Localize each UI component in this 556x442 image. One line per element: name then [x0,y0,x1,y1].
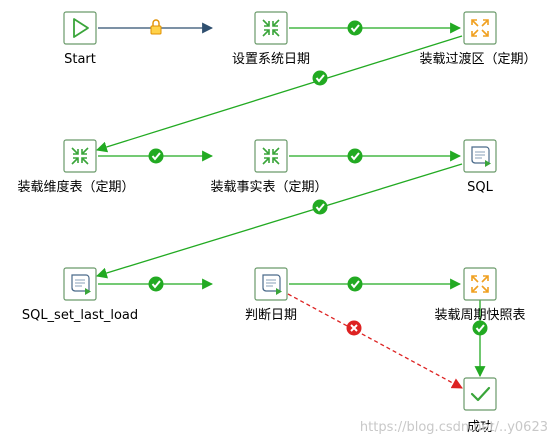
evaluate-script-icon [262,274,282,295]
set-variables-icon [262,147,280,165]
success-icon [312,70,328,86]
hop-dim-to-fact[interactable] [98,148,214,164]
hop-judge-to-success[interactable] [287,293,463,389]
node-sqlset-label: SQL_set_last_load [22,308,138,323]
success-icon [148,148,164,164]
hop-setdate-to-staging[interactable] [289,20,462,36]
hop-judge-to-snapshot[interactable] [289,276,462,292]
start-icon [73,18,89,38]
success-check-icon [470,386,491,402]
success-icon [347,20,363,36]
success-icon [312,199,328,215]
node-sql-label: SQL [467,180,493,195]
hop-snapshot-to-success[interactable] [472,300,488,378]
hop-fact-to-sql[interactable] [289,148,462,164]
node-fact[interactable] [254,139,288,173]
lock-icon [150,19,162,35]
node-success-label: 成功 [467,420,493,435]
node-start[interactable] [63,11,97,45]
node-snapshot[interactable] [463,267,497,301]
transformation-icon [471,19,489,37]
watermark: https://blog.csdn.net/..y0623 [360,420,548,435]
node-setdate[interactable] [254,11,288,45]
node-dim[interactable] [63,139,97,173]
node-start-label: Start [64,52,96,67]
node-sqlset[interactable] [63,267,97,301]
success-icon [347,148,363,164]
transformation-icon [471,275,489,293]
node-sql[interactable] [463,139,497,173]
hop-start-to-setdate[interactable] [98,19,214,35]
node-fact-label: 装载事实表（定期） [210,180,327,195]
node-dim-label: 装载维度表（定期） [17,179,134,195]
set-variables-icon [71,147,89,165]
node-snapshot-label: 装载周期快照表 [434,308,525,323]
node-staging[interactable] [463,11,497,45]
hop-staging-to-dim[interactable] [95,35,463,153]
node-setdate-label: 设置系统日期 [232,52,310,67]
success-icon [472,320,488,336]
hop-sqlset-to-judge[interactable] [98,276,214,292]
success-icon [148,276,164,292]
node-judge[interactable] [254,267,288,301]
set-variables-icon [262,19,280,37]
node-success[interactable] [463,377,497,411]
node-judge-label: 判断日期 [245,308,297,323]
sql-script-icon [71,274,91,295]
sql-script-icon [471,146,491,167]
hop-sql-to-sqlset[interactable] [95,163,463,279]
success-icon [347,276,363,292]
failure-icon [346,320,362,336]
node-staging-label: 装载过渡区（定期） [419,51,536,67]
